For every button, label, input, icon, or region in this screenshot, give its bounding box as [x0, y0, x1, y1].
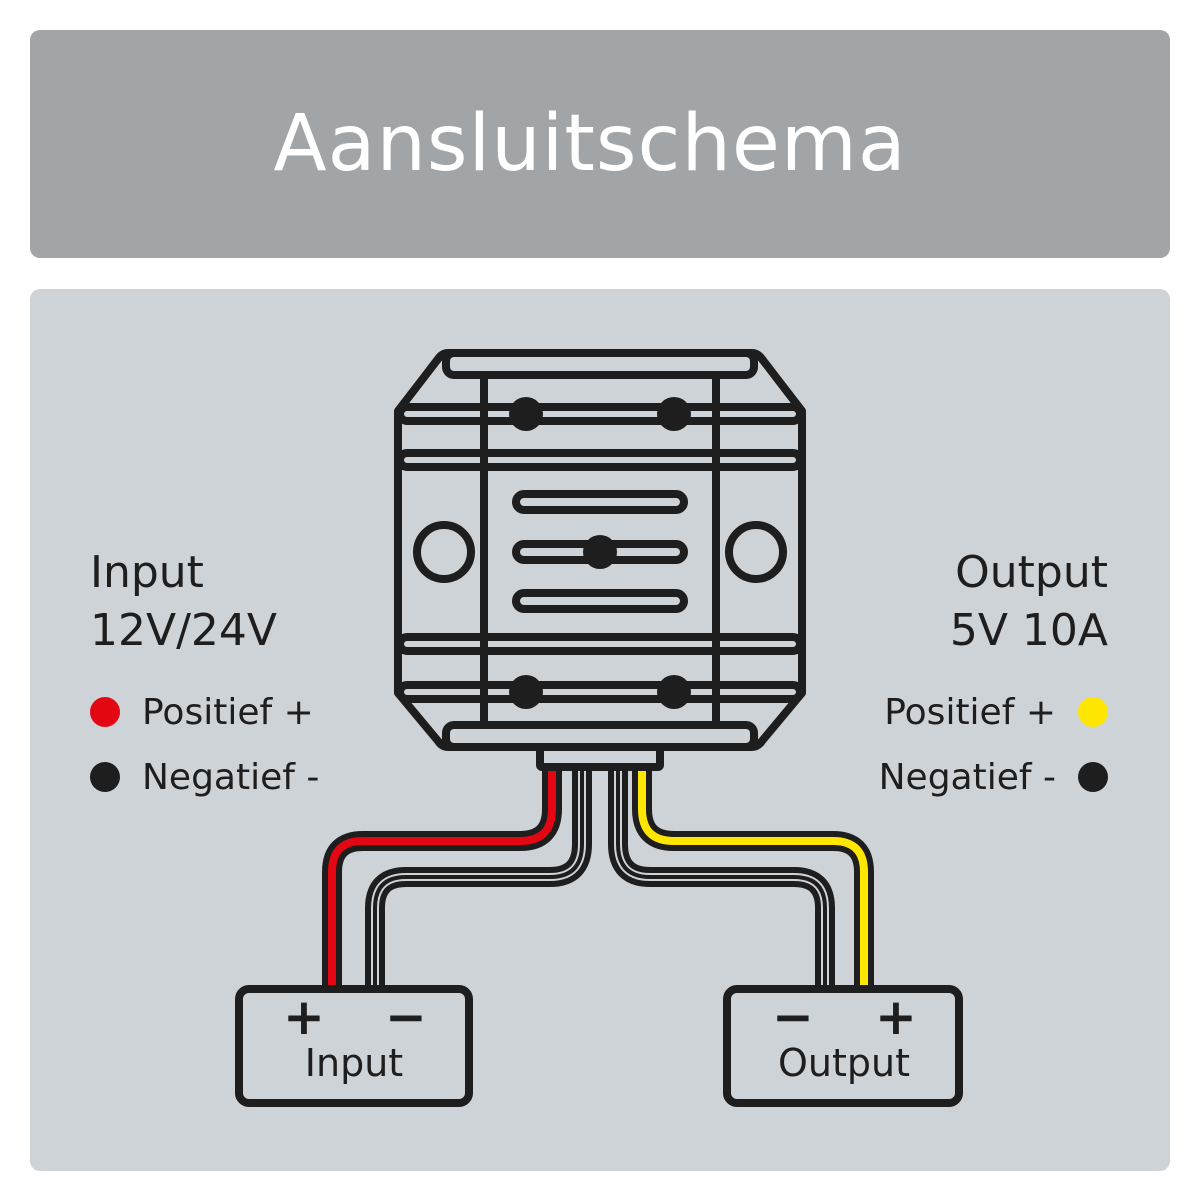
output-positive-label: Positief + [884, 691, 1056, 733]
title-banner: Aansluitschema [30, 30, 1170, 258]
mounting-hole-icon [413, 521, 475, 583]
input-negative-legend: Negatief - [90, 755, 319, 799]
output-minus-sign: − [772, 988, 814, 1046]
input-terminal-box [235, 985, 473, 1107]
vent-slot [512, 490, 688, 514]
wires [322, 749, 874, 997]
device-bottom-cap [442, 721, 758, 751]
mounting-hole-icon [725, 521, 787, 583]
rib [396, 403, 804, 425]
input-negative-label: Negatief - [142, 756, 320, 798]
rib [396, 633, 804, 655]
output-plus-sign: + [875, 988, 917, 1046]
output-positive-wire-core [638, 755, 868, 991]
page-title: Aansluitschema [273, 99, 907, 189]
rib [396, 681, 804, 703]
output-negative-label: Negatief - [878, 756, 1056, 798]
input-heading: Input 12V/24V [90, 544, 277, 660]
input-minus-sign: − [385, 988, 427, 1046]
diagram-panel: + − Input − + Output Input 12V/24V Outpu… [30, 289, 1170, 1171]
screw [657, 675, 691, 709]
red-dot-icon [90, 697, 120, 727]
black-dot-icon [90, 762, 120, 792]
input-heading-voltage: 12V/24V [90, 605, 277, 656]
screw [509, 675, 543, 709]
output-heading-spec: 5V 10A [949, 605, 1108, 656]
output-positive-legend: Positief + [884, 690, 1108, 734]
screw [583, 535, 617, 569]
input-positive-label: Positief + [142, 691, 314, 733]
yellow-dot-icon [1078, 697, 1108, 727]
output-terminal-label: Output [778, 1041, 910, 1085]
screw [509, 397, 543, 431]
input-heading-title: Input [90, 547, 204, 598]
screw [657, 397, 691, 431]
input-positive-wire-core [328, 755, 556, 991]
output-negative-legend: Negatief - [879, 755, 1108, 799]
output-heading-title: Output [955, 547, 1108, 598]
input-positive-legend: Positief + [90, 690, 314, 734]
output-heading: Output 5V 10A [950, 544, 1108, 660]
black-dot-icon [1078, 762, 1108, 792]
wiring-diagram: + − Input − + Output [235, 349, 963, 1107]
screws [509, 397, 691, 709]
input-plus-sign: + [283, 988, 325, 1046]
input-terminal: + − Input [235, 985, 473, 1107]
input-terminal-label: Input [305, 1041, 403, 1085]
device-top-cap [442, 349, 758, 379]
vent-slot [512, 589, 688, 613]
output-terminal: − + Output [723, 985, 963, 1107]
rib [396, 449, 804, 471]
output-terminal-box [723, 985, 963, 1107]
